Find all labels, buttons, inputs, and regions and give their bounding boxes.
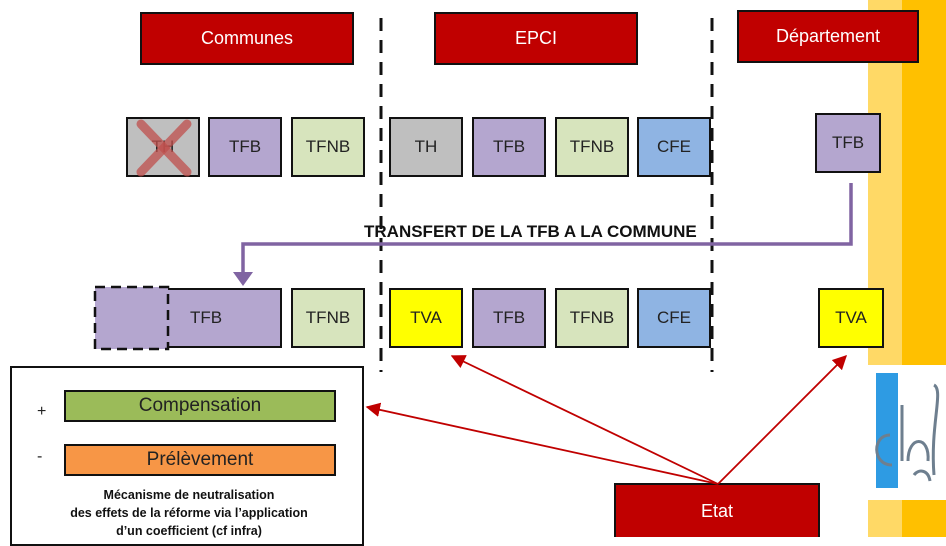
header-communes: Communes (140, 12, 354, 65)
compensation-bar: Compensation (64, 390, 336, 422)
transfer-arrow (233, 183, 853, 286)
tax-epci-tfb-after: TFB (472, 288, 546, 348)
tax-epci-tfnb: TFNB (555, 117, 629, 177)
etat-box: Etat (614, 483, 820, 537)
cnfpt-logo (868, 365, 946, 500)
plus-sign: + (37, 403, 47, 420)
prelevement-bar: Prélèvement (64, 444, 336, 476)
tax-epci-cfe: CFE (637, 117, 711, 177)
tax-departement-tfb: TFB (815, 113, 881, 173)
tax-communes-tfnb: TFNB (291, 117, 365, 177)
tax-epci-tfnb-after: TFNB (555, 288, 629, 348)
dashed-tfb-extension (93, 285, 170, 351)
header-departement: Département (737, 10, 919, 63)
legend-box: + Compensation - Prélèvement Mécanisme d… (10, 366, 364, 546)
tax-communes-tfnb-after: TFNB (291, 288, 365, 348)
tax-epci-tfb: TFB (472, 117, 546, 177)
transfer-label: TRANSFERT DE LA TFB A LA COMMUNE (364, 222, 697, 241)
tax-epci-cfe-after: CFE (637, 288, 711, 348)
etat-arrows (365, 354, 848, 485)
tax-epci-tva: TVA (389, 288, 463, 348)
minus-sign: - (37, 448, 43, 465)
tax-departement-tva: TVA (818, 288, 884, 348)
tax-communes-tfb: TFB (208, 117, 282, 177)
tax-epci-th: TH (389, 117, 463, 177)
header-epci: EPCI (434, 12, 638, 65)
cross-icon (136, 119, 192, 177)
neutralisation-note: Mécanisme de neutralisation des effets d… (70, 488, 308, 538)
